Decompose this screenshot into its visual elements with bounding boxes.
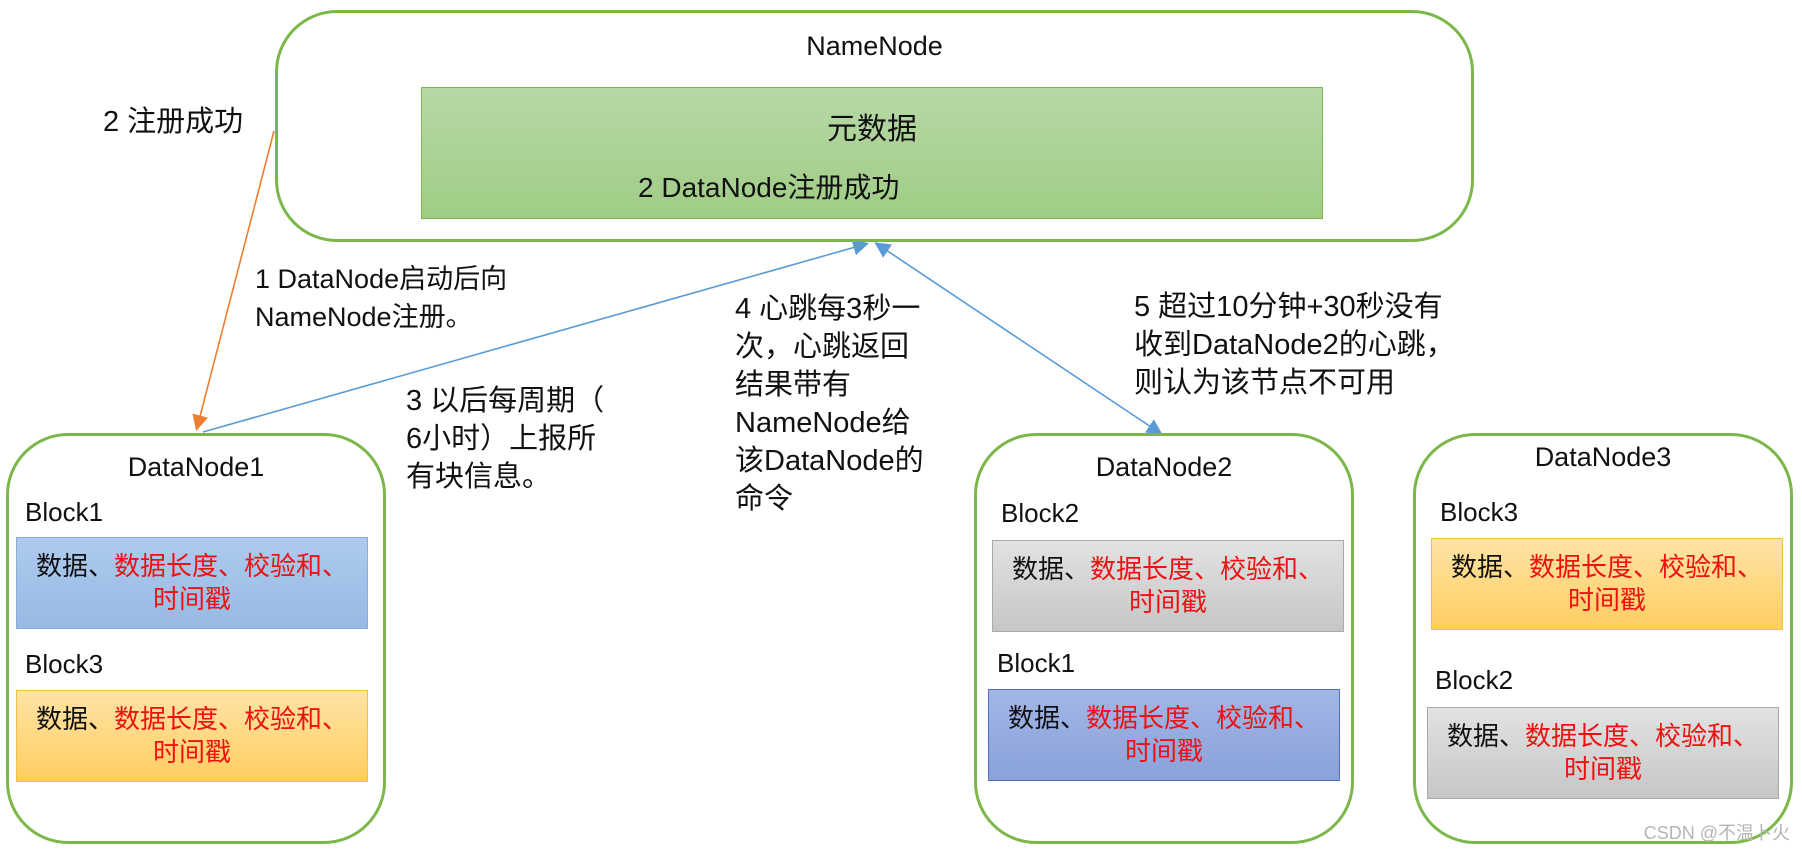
datanode1-block-label: Block3 (25, 649, 104, 679)
heartbeat-note-line: 结果带有 (735, 369, 852, 401)
heartbeat-note-line: 该DataNode的 (735, 445, 924, 477)
block-length-checksum: 数据长度、校验和、 (1086, 703, 1321, 733)
block-report-note-line: 3 以后每周期（ (406, 385, 605, 417)
watermark: CSDN @不温卜火 (1643, 823, 1790, 843)
datanode3-block3: 数据、数据长度、校验和、 时间戳 (1431, 538, 1783, 630)
block-data: 数据、 (1446, 721, 1525, 751)
block-length-checksum: 数据长度、校验和、 (1529, 552, 1764, 582)
block-timestamp: 时间戳 (1567, 585, 1646, 615)
metadata-status: 2 DataNode注册成功 (638, 172, 900, 203)
datanode1-block3: 数据、数据长度、校验和、 时间戳 (16, 690, 368, 782)
datanode1-title: DataNode1 (127, 452, 265, 482)
metadata-title: 元数据 (827, 113, 917, 146)
heartbeat-note-line: 次，心跳返回 (735, 331, 910, 363)
block-text-line1: 数据、数据长度、校验和、 (17, 703, 367, 736)
datanode3-block2: 数据、数据长度、校验和、 时间戳 (1427, 707, 1779, 799)
block-text-line1: 数据、数据长度、校验和、 (989, 702, 1339, 735)
timeout-note: 5 超过10分钟+30秒没有 收到DataNode2的心跳， 则认为该节点不可用 (1134, 288, 1455, 402)
metadata-box: 元数据 2 DataNode注册成功 (421, 87, 1323, 219)
block-data: 数据、 (35, 551, 114, 581)
namenode-title: NameNode (806, 31, 943, 61)
datanode2-title: DataNode2 (1095, 452, 1233, 482)
block-timestamp: 时间戳 (152, 737, 231, 767)
block-data: 数据、 (1007, 703, 1086, 733)
block-timestamp: 时间戳 (1128, 587, 1207, 617)
block-length-checksum: 数据长度、校验和、 (1090, 554, 1325, 584)
datanode3-block-label: Block2 (1435, 665, 1514, 695)
block-report-note: 3 以后每周期（ 6小时）上报所 有块信息。 (406, 382, 604, 496)
block-length-checksum: 数据长度、校验和、 (1525, 721, 1760, 751)
timeout-note-line: 收到DataNode2的心跳， (1134, 329, 1455, 361)
datanode2-block-label: Block2 (1001, 498, 1080, 528)
block-timestamp: 时间戳 (1124, 736, 1203, 766)
datanode1-block-label: Block1 (25, 497, 104, 527)
block-length-checksum: 数据长度、校验和、 (114, 551, 349, 581)
datanode2-block1: 数据、数据长度、校验和、 时间戳 (988, 689, 1340, 781)
datanode3-title: DataNode3 (1534, 442, 1672, 472)
block-text-line1: 数据、数据长度、校验和、 (17, 550, 367, 583)
datanode2-block2: 数据、数据长度、校验和、 时间戳 (992, 540, 1344, 632)
heartbeat-note-line: 4 心跳每3秒一 (735, 293, 921, 325)
block-data: 数据、 (1450, 552, 1529, 582)
block-data: 数据、 (35, 704, 114, 734)
block-timestamp: 时间戳 (1563, 754, 1642, 784)
register-arrow (192, 130, 275, 432)
block-text-line1: 数据、数据长度、校验和、 (1428, 720, 1778, 753)
heartbeat-note-line: 命令 (735, 483, 794, 515)
register-note-line: NameNode注册。 (255, 302, 473, 332)
block-text-line1: 数据、数据长度、校验和、 (1432, 551, 1782, 584)
datanode2-block-label: Block1 (997, 648, 1076, 678)
datanode1-box: DataNode1 (6, 433, 386, 844)
block-length-checksum: 数据长度、校验和、 (114, 704, 349, 734)
heartbeat-note-line: NameNode给 (735, 407, 911, 439)
heartbeat-arrow (874, 242, 1163, 435)
block-timestamp: 时间戳 (152, 584, 231, 614)
datanode3-block-label: Block3 (1440, 497, 1519, 527)
datanode1-block1: 数据、数据长度、校验和、 时间戳 (16, 537, 368, 629)
register-note-line: 1 DataNode启动后向 (255, 264, 508, 294)
block-report-note-line: 有块信息。 (406, 461, 552, 493)
block-data: 数据、 (1011, 554, 1090, 584)
timeout-note-line: 5 超过10分钟+30秒没有 (1134, 291, 1443, 323)
block-text-line1: 数据、数据长度、校验和、 (993, 553, 1343, 586)
timeout-note-line: 则认为该节点不可用 (1134, 367, 1396, 399)
block-report-note-line: 6小时）上报所 (406, 423, 597, 455)
block-report-arrow (202, 239, 870, 433)
heartbeat-note: 4 心跳每3秒一 次，心跳返回 结果带有 NameNode给 该DataNode… (735, 290, 924, 518)
register-success-label: 2 注册成功 (103, 106, 244, 138)
register-note: 1 DataNode启动后向 NameNode注册。 (255, 260, 507, 336)
datanode2-box: DataNode2 (974, 433, 1354, 844)
